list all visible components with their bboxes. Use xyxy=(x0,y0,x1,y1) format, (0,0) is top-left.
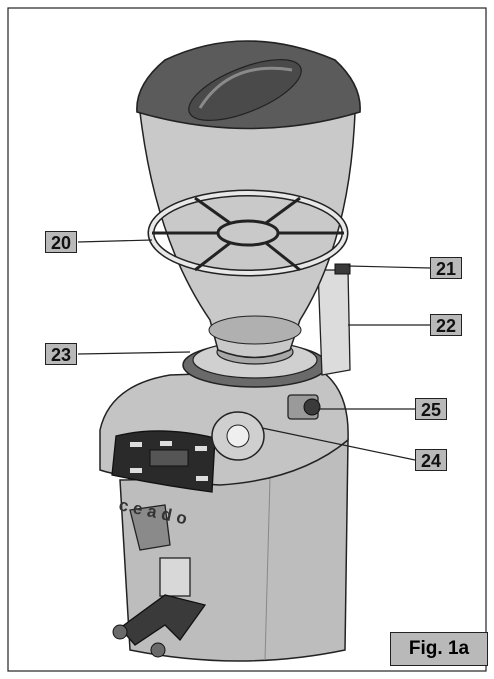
figure-caption: Fig. 1a xyxy=(390,632,488,666)
leader-23 xyxy=(77,351,191,355)
bean-hopper xyxy=(139,111,356,359)
leader-24 xyxy=(261,427,416,461)
callout-25: 25 xyxy=(415,398,447,420)
page-border xyxy=(7,7,487,672)
hopper-support-22 xyxy=(317,269,351,376)
leader-21 xyxy=(347,265,431,269)
callout-22: 22 xyxy=(430,314,462,336)
leader-20 xyxy=(77,239,153,243)
callout-23: 23 xyxy=(45,343,77,365)
callout-20: 20 xyxy=(45,231,77,253)
hopper-switch-21 xyxy=(334,263,351,275)
lid-handle xyxy=(188,59,302,121)
callout-21: 21 xyxy=(430,257,462,279)
callout-24: 24 xyxy=(415,449,447,471)
panel-display xyxy=(149,449,189,467)
fork-bracket xyxy=(159,557,191,597)
portafilter-fork xyxy=(119,594,207,646)
grinder-spout xyxy=(129,504,171,551)
